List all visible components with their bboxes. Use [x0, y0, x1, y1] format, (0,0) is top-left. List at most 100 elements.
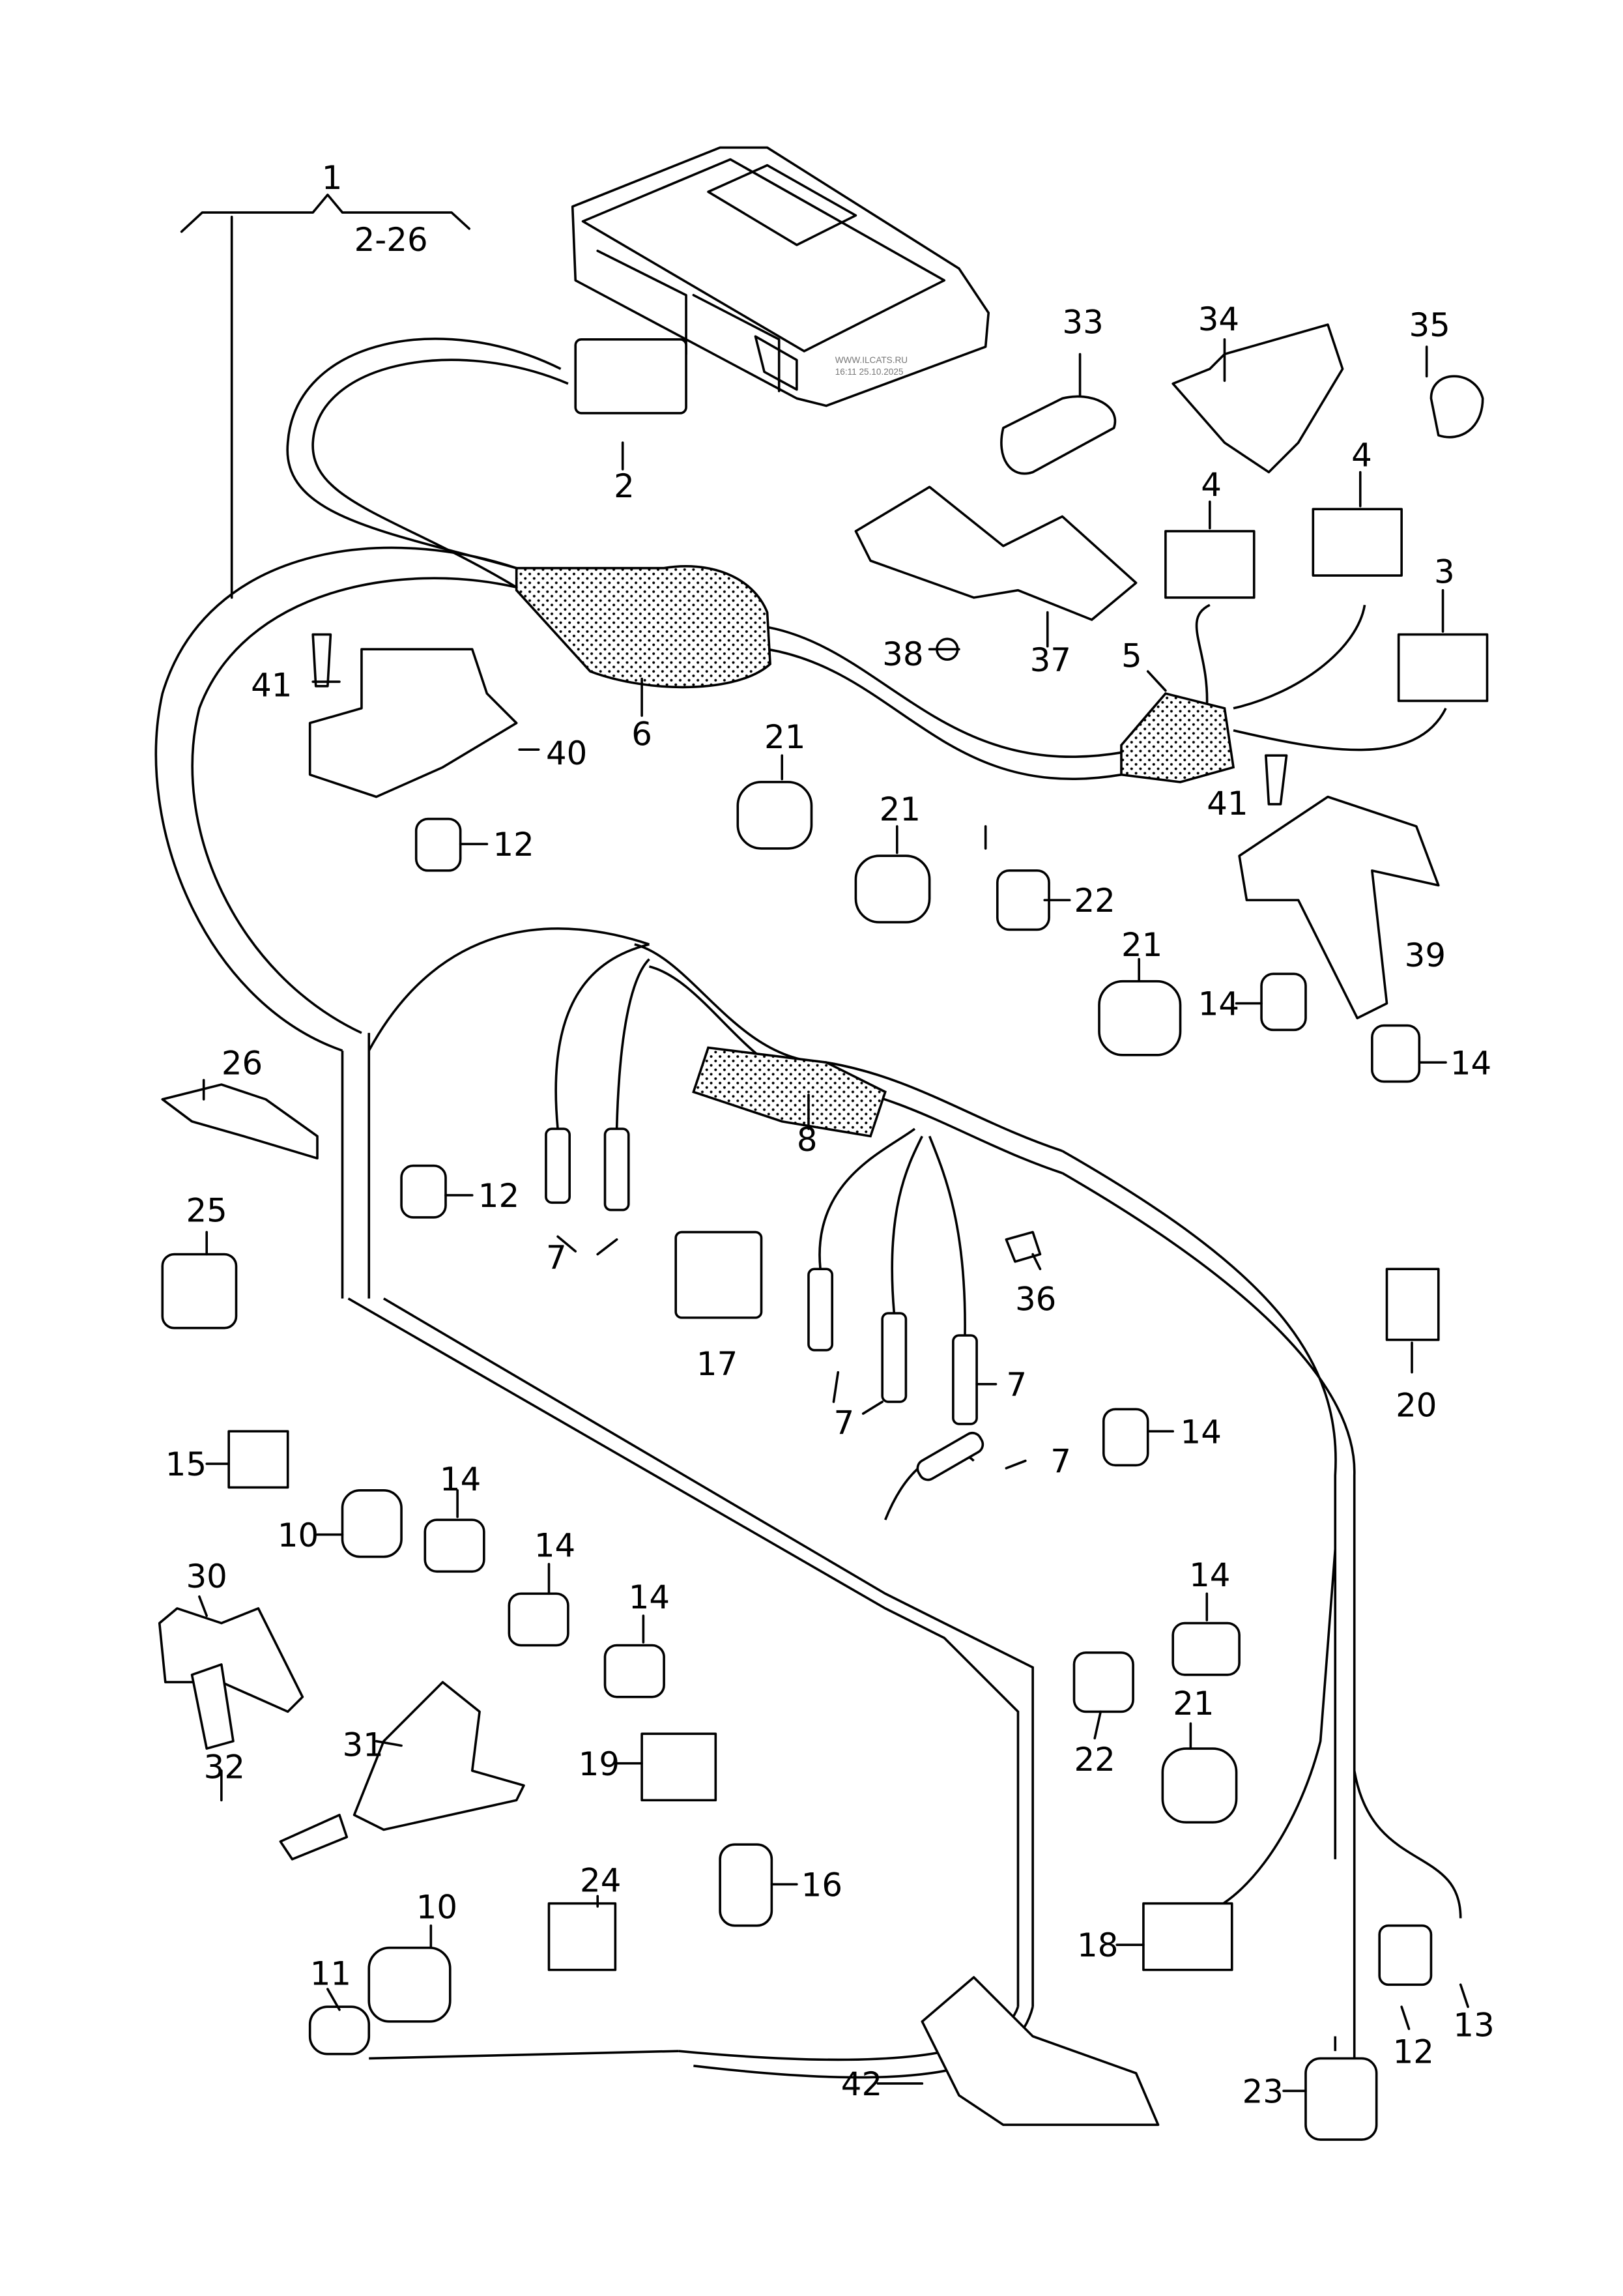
connector-4b — [1312, 508, 1403, 577]
callout-labels: 2 3 4 4 5 6 7 7 7 7 8 10 10 11 12 12 12 … — [165, 300, 1495, 2110]
callout-23[interactable]: 23 — [1242, 2072, 1284, 2110]
connector-15 — [227, 1430, 289, 1489]
callout-19[interactable]: 19 — [579, 1745, 620, 1783]
callout-3[interactable]: 3 — [1434, 553, 1455, 590]
connector-11 — [308, 2005, 371, 2056]
callout-14a[interactable]: 14 — [1198, 985, 1239, 1023]
connector-24 — [547, 1902, 617, 1971]
callout-7b[interactable]: 7 — [1006, 1366, 1027, 1404]
callout-22a[interactable]: 22 — [1074, 882, 1115, 920]
bolt-41b — [1265, 754, 1288, 806]
callout-30[interactable]: 30 — [186, 1558, 227, 1595]
callout-38[interactable]: 38 — [882, 635, 923, 673]
callout-13[interactable]: 13 — [1453, 2007, 1494, 2044]
watermark-time: 16:11 25.10.2025 — [835, 367, 904, 377]
grommet — [1120, 692, 1235, 783]
callout-34[interactable]: 34 — [1198, 300, 1239, 338]
callout-41b[interactable]: 41 — [1207, 785, 1248, 822]
connector-23 — [1304, 2057, 1378, 2141]
callout-6[interactable]: 6 — [631, 715, 652, 753]
callout-33[interactable]: 33 — [1062, 304, 1103, 341]
connector-14d — [424, 1519, 485, 1573]
connector-2 — [574, 338, 687, 414]
callout-10b[interactable]: 10 — [416, 1888, 457, 1926]
connectors — [161, 338, 1489, 2141]
connector-10a — [341, 1489, 403, 1558]
connector-18 — [1142, 1902, 1233, 1971]
connector-10b — [367, 1946, 452, 2023]
callout-15[interactable]: 15 — [165, 1446, 207, 1483]
callout-32[interactable]: 32 — [204, 1748, 245, 1786]
callout-7c[interactable]: 7 — [833, 1404, 854, 1442]
callout-16[interactable]: 16 — [801, 1866, 842, 1904]
callout-11[interactable]: 11 — [310, 1955, 351, 1992]
connector-21a — [736, 781, 813, 850]
callout-36[interactable]: 36 — [1015, 1281, 1056, 1318]
connector-14f — [603, 1644, 665, 1698]
harness-wires — [154, 338, 1462, 2096]
callout-4b[interactable]: 4 — [1351, 436, 1372, 474]
callout-37[interactable]: 37 — [1030, 641, 1071, 679]
callout-25[interactable]: 25 — [186, 1192, 227, 1230]
watermark-site: WWW.ILCATS.RU — [835, 355, 908, 365]
bracket-31 — [352, 1681, 525, 1831]
connector-20 — [1385, 1268, 1440, 1341]
callout-7d[interactable]: 7 — [1050, 1443, 1071, 1481]
bracket-42 — [921, 1976, 1160, 2127]
callout-21a[interactable]: 21 — [764, 718, 805, 756]
connector-4a — [1164, 530, 1256, 599]
bracket-39 — [1238, 795, 1440, 1020]
callout-42[interactable]: 42 — [841, 2065, 882, 2103]
callout-22b[interactable]: 22 — [1074, 1741, 1115, 1779]
callout-35[interactable]: 35 — [1409, 306, 1450, 344]
callout-41a[interactable]: 41 — [251, 667, 292, 705]
engine-control-unit: WWW.ILCATS.RU 16:11 25.10.2025 — [571, 146, 990, 407]
harness-sleeve — [515, 565, 771, 689]
connector-21c — [1098, 980, 1182, 1056]
callout-26[interactable]: 26 — [222, 1044, 263, 1082]
callout-5[interactable]: 5 — [1121, 637, 1142, 675]
callout-14f[interactable]: 14 — [629, 1578, 670, 1616]
callout-14e[interactable]: 14 — [534, 1527, 575, 1565]
callout-12c[interactable]: 12 — [1393, 2033, 1434, 2071]
callout-20[interactable]: 20 — [1396, 1387, 1437, 1425]
harness-trunk-sleeve — [692, 1046, 887, 1138]
ignition-leads — [545, 943, 984, 1520]
callout-39[interactable]: 39 — [1405, 937, 1446, 974]
callout-12a[interactable]: 12 — [493, 826, 534, 864]
callout-2[interactable]: 2 — [614, 467, 635, 505]
connector-14e — [508, 1592, 569, 1647]
callout-17[interactable]: 17 — [697, 1345, 738, 1383]
callout-21d[interactable]: 21 — [1173, 1685, 1214, 1722]
bracket-40 — [308, 648, 518, 798]
connector-12b — [400, 1164, 447, 1219]
callout-4a[interactable]: 4 — [1201, 466, 1222, 504]
group-number: 1 — [322, 159, 343, 197]
callout-14c[interactable]: 14 — [1181, 1413, 1222, 1451]
callout-10a[interactable]: 10 — [278, 1517, 319, 1554]
bracket-37 — [854, 486, 1138, 621]
callout-7a[interactable]: 7 — [546, 1239, 567, 1277]
callout-18[interactable]: 18 — [1077, 1926, 1118, 1964]
callout-14g[interactable]: 14 — [1189, 1556, 1230, 1594]
callout-12b[interactable]: 12 — [478, 1177, 519, 1215]
callout-8[interactable]: 8 — [797, 1121, 818, 1159]
bracket-30 — [158, 1607, 304, 1713]
bracket-34 — [1171, 323, 1344, 474]
connector-14a — [1260, 972, 1307, 1032]
connector-16 — [719, 1843, 773, 1927]
callout-21c[interactable]: 21 — [1121, 926, 1162, 964]
callout-31[interactable]: 31 — [343, 1726, 384, 1764]
clip-35 — [1429, 375, 1484, 439]
callout-24[interactable]: 24 — [580, 1862, 621, 1900]
group-bracket: 1 2-26 — [180, 159, 471, 599]
callout-40[interactable]: 40 — [546, 734, 587, 772]
connector-14c — [1102, 1408, 1149, 1467]
callout-14b[interactable]: 14 — [1450, 1044, 1491, 1082]
leader-lines — [198, 338, 1469, 2093]
connector-12c — [1378, 1924, 1433, 1986]
connector-12a — [414, 817, 462, 872]
callout-21b[interactable]: 21 — [880, 791, 921, 828]
callout-14d[interactable]: 14 — [440, 1460, 481, 1498]
